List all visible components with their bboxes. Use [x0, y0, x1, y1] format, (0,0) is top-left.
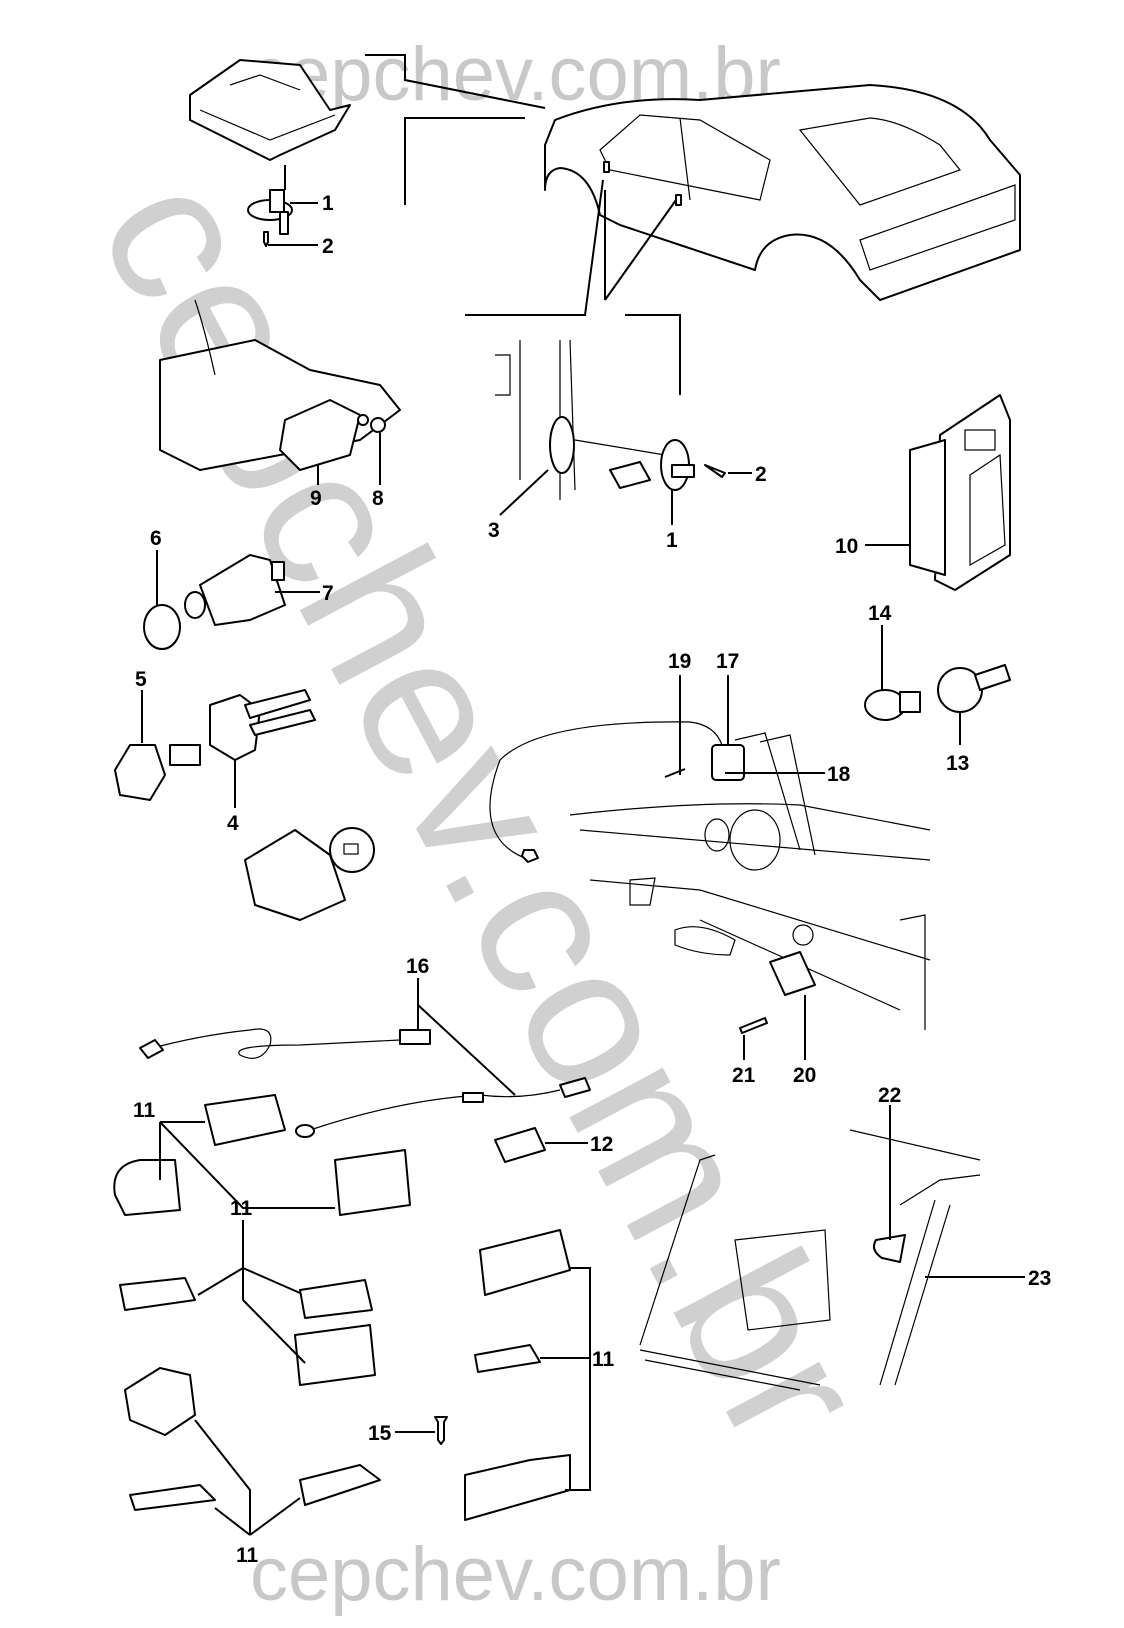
- brake-light-switch: [114, 689, 316, 801]
- callout-13: 13: [946, 752, 969, 775]
- door-switch-location-front: [603, 161, 610, 173]
- oil-pressure-switch: [143, 554, 286, 650]
- callout-14: 14: [868, 602, 892, 625]
- leader-3: [499, 469, 549, 516]
- screw-21-icon: [739, 1017, 768, 1034]
- callout-21: 21: [732, 1064, 756, 1087]
- door-jamb-switch-assembly: [495, 339, 726, 500]
- leader-11b: [197, 1220, 306, 1364]
- car-body-illustration: [544, 84, 1021, 301]
- connector-group-11d: [124, 1367, 381, 1511]
- bulb-12: [494, 1127, 546, 1163]
- leader-door-front: [465, 179, 604, 316]
- callout-9: 9: [310, 487, 322, 510]
- callout-2-door: 2: [755, 463, 767, 486]
- leader-11d: [194, 1419, 301, 1536]
- wiring-harness-16: [139, 1028, 591, 1138]
- callout-2: 2: [322, 235, 334, 258]
- rocker-switch: [909, 394, 1011, 591]
- leader-trunk-lamp-location: [734, 732, 816, 856]
- callout-6: 6: [150, 527, 162, 550]
- callout-23: 23: [1028, 1267, 1051, 1290]
- door-switch-location-rear: [675, 194, 682, 206]
- roof-lamp-assembly: [189, 59, 351, 235]
- connector-group-11a: [113, 1094, 411, 1216]
- callout-8: 8: [372, 487, 384, 510]
- trunk-lamp-body: [711, 744, 745, 781]
- callout-1-door: 1: [666, 529, 678, 552]
- leader-bracket-roof: [404, 117, 525, 205]
- connector-group-11b: [119, 1277, 376, 1386]
- callout-20: 20: [793, 1064, 816, 1087]
- console-switch-assembly: [159, 299, 401, 471]
- callout-11-bottom: 11: [236, 1544, 259, 1567]
- callout-11-upper: 11: [133, 1099, 156, 1122]
- callout-19: 19: [668, 650, 691, 673]
- callout-15: 15: [368, 1422, 392, 1445]
- screw-15-icon: [434, 1416, 448, 1445]
- leader-16: [417, 978, 516, 1096]
- leader-roof-to-car: [365, 54, 546, 109]
- rear-quarter-panel: [639, 1129, 981, 1391]
- connector-group-11c: }: [464, 1229, 571, 1521]
- callout-4: 4: [227, 812, 239, 835]
- callout-11-right: 11: [592, 1348, 615, 1371]
- callout-5: 5: [135, 668, 147, 691]
- leader-door-rear: [604, 190, 681, 395]
- leader-11a: [159, 1121, 335, 1209]
- callout-16: 16: [406, 955, 429, 978]
- watermark-bottom: cepchev.com.br: [250, 1532, 781, 1617]
- callout-11-middle: 11: [230, 1197, 253, 1220]
- trunk-switch-body: [769, 951, 816, 996]
- wire-connector-icon: [521, 849, 539, 863]
- lamp-22-body: [873, 1234, 906, 1263]
- callout-22: 22: [878, 1084, 901, 1107]
- callout-17: 17: [716, 650, 739, 673]
- callout-1: 1: [322, 192, 334, 215]
- wire-harness-trunk: [489, 721, 723, 861]
- screw-icon: [263, 231, 269, 247]
- callout-3: 3: [488, 519, 500, 542]
- callout-10: 10: [835, 535, 858, 558]
- leader-11c: [540, 1267, 591, 1491]
- callout-18: 18: [827, 763, 851, 786]
- bulb-and-socket: [864, 664, 1011, 721]
- callout-7: 7: [322, 582, 334, 605]
- trunk-lid-panel: [569, 803, 931, 1030]
- leader-19: [664, 675, 686, 778]
- callout-12: 12: [590, 1133, 613, 1156]
- rotary-light-switch: [244, 827, 375, 921]
